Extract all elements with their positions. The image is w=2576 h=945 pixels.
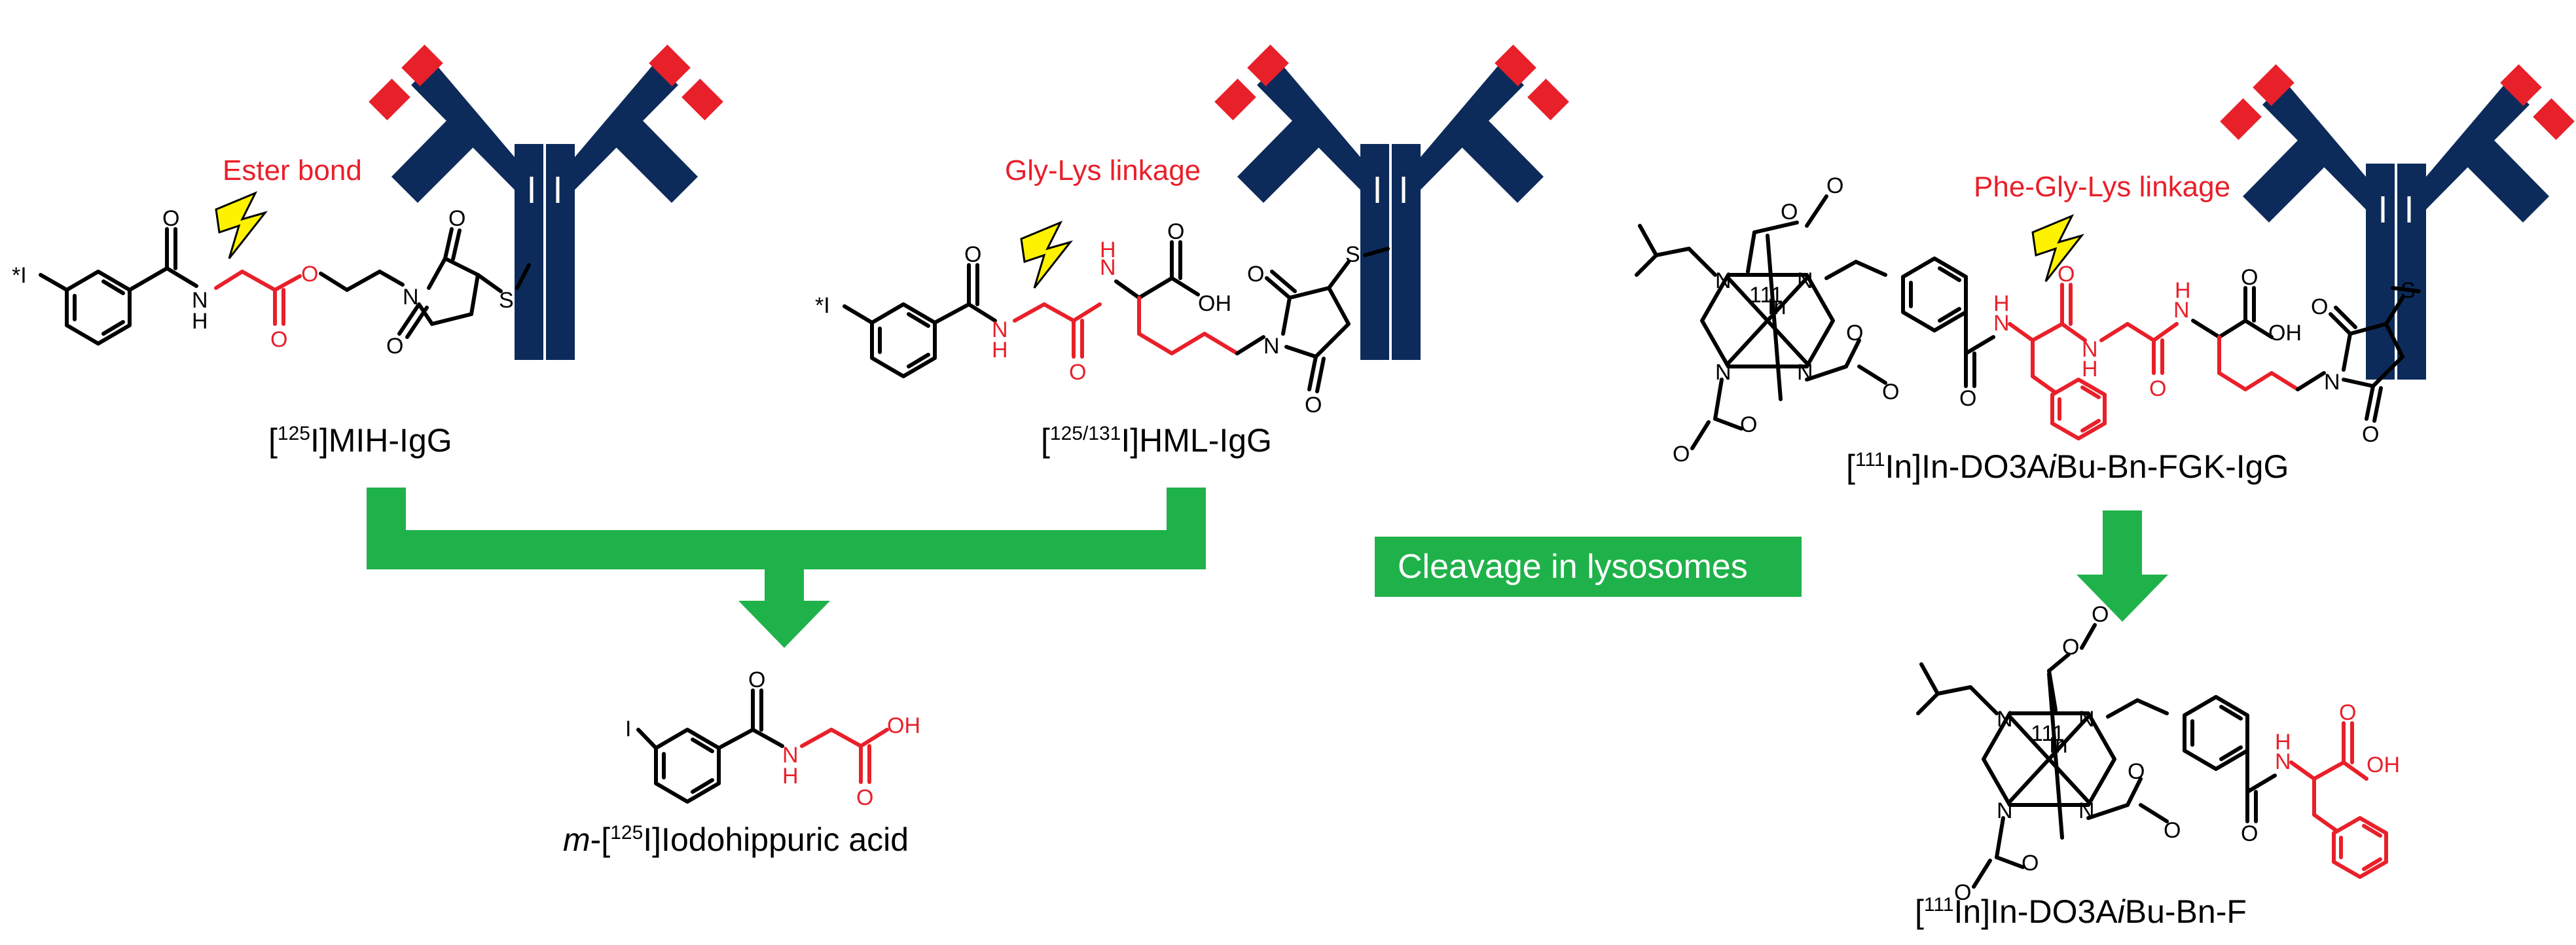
svg-text:I: I <box>625 717 631 741</box>
svg-text:N: N <box>782 743 799 768</box>
svg-text:H: H <box>2082 357 2098 382</box>
svg-text:H: H <box>2175 278 2191 303</box>
fgk-igg-structure: N N N N 111 In O O O O O O <box>1635 173 2421 467</box>
hml-igg-structure: *I O N H O N H O OH N O <box>815 219 1390 418</box>
fgk-igg-caption: [111In]In-DO3AiBu-Bn-FGK-IgG <box>1846 448 2289 485</box>
svg-text:H: H <box>782 764 799 789</box>
hippuric-structure: I O N H O OH <box>625 668 920 810</box>
svg-text:O: O <box>856 785 873 810</box>
mih-igg-structure: *I O N H O O N O O S <box>12 206 531 359</box>
svg-text:O: O <box>386 334 403 359</box>
do3a-f-structure: N N N N 111 In O O O O O O O H <box>1916 602 2400 905</box>
svg-text:N: N <box>2082 337 2098 362</box>
ester-bond-label: Ester bond <box>223 154 362 187</box>
do3a-f-caption: [111In]In-DO3AiBu-Bn-F <box>1915 893 2247 930</box>
svg-text:O: O <box>1959 386 1976 411</box>
svg-text:O: O <box>2128 759 2145 784</box>
svg-text:H: H <box>2275 730 2291 755</box>
svg-text:O: O <box>1740 412 1757 437</box>
svg-text:O: O <box>2339 700 2356 725</box>
svg-text:O: O <box>2062 635 2079 660</box>
hippuric-caption: m-[125I]Iodohippuric acid <box>563 821 909 858</box>
svg-text:O: O <box>1826 173 1843 198</box>
svg-text:O: O <box>1673 442 1690 467</box>
svg-text:O: O <box>2241 265 2258 290</box>
svg-text:N: N <box>2324 370 2340 395</box>
svg-text:O: O <box>448 206 465 231</box>
svg-text:OH: OH <box>2367 753 2400 777</box>
svg-text:O: O <box>1882 380 1899 404</box>
mih-igg-caption: [125I]MIH-IgG <box>268 422 452 459</box>
svg-text:O: O <box>1846 321 1863 346</box>
svg-text:O: O <box>301 262 318 287</box>
svg-text:O: O <box>964 242 981 267</box>
svg-text:O: O <box>2311 294 2328 319</box>
svg-text:OH: OH <box>887 713 920 738</box>
merge-arrow <box>367 488 1206 648</box>
bolt-icon-2 <box>1020 221 1072 289</box>
svg-text:O: O <box>1247 262 1264 287</box>
svg-text:S: S <box>499 288 514 313</box>
svg-text:O: O <box>2241 821 2258 846</box>
hml-igg-caption: [125/131I]HML-IgG <box>1041 422 1272 459</box>
svg-text:O: O <box>2164 818 2181 843</box>
svg-text:*I: *I <box>12 263 27 288</box>
svg-text:O: O <box>1305 393 1322 418</box>
svg-text:O: O <box>1167 219 1184 244</box>
right-down-arrow <box>2077 510 2168 622</box>
svg-text:H: H <box>192 309 208 334</box>
svg-text:N: N <box>2275 749 2291 774</box>
svg-text:O: O <box>2022 851 2039 876</box>
svg-text:N: N <box>192 288 208 313</box>
svg-text:O: O <box>162 206 179 231</box>
svg-text:O: O <box>748 668 765 692</box>
svg-text:O: O <box>2058 262 2075 287</box>
svg-text:N: N <box>1100 255 1116 280</box>
svg-text:N: N <box>1263 334 1280 359</box>
svg-text:OH: OH <box>1198 291 1231 316</box>
svg-text:O: O <box>270 327 287 352</box>
svg-text:S: S <box>1345 242 1360 267</box>
svg-text:O: O <box>2362 422 2379 447</box>
bolt-icon-1 <box>215 192 266 260</box>
svg-text:H: H <box>992 338 1008 363</box>
gly-lys-label: Gly-Lys linkage <box>1005 154 1201 187</box>
svg-text:H: H <box>1993 291 2010 316</box>
svg-text:H: H <box>1100 238 1116 262</box>
svg-text:OH: OH <box>2268 321 2302 346</box>
antibody-icon-2 <box>1214 45 1569 360</box>
svg-text:O: O <box>2092 602 2109 627</box>
svg-text:N: N <box>1993 311 2010 336</box>
svg-text:O: O <box>1069 360 1086 385</box>
svg-text:111: 111 <box>1749 283 1783 308</box>
cleavage-label-box: Cleavage in lysosomes <box>1375 537 1802 597</box>
phe-gly-lys-label: Phe-Gly-Lys linkage <box>1974 171 2230 203</box>
svg-text:N: N <box>2173 298 2190 323</box>
svg-text:O: O <box>1781 200 1798 224</box>
svg-text:111: 111 <box>2031 721 2065 746</box>
svg-text:O: O <box>1954 880 1971 905</box>
svg-text:Cleavage in lysosomes: Cleavage in lysosomes <box>1398 548 1748 586</box>
svg-text:*I: *I <box>815 293 830 318</box>
svg-text:O: O <box>2149 376 2166 401</box>
svg-text:N: N <box>992 317 1008 342</box>
